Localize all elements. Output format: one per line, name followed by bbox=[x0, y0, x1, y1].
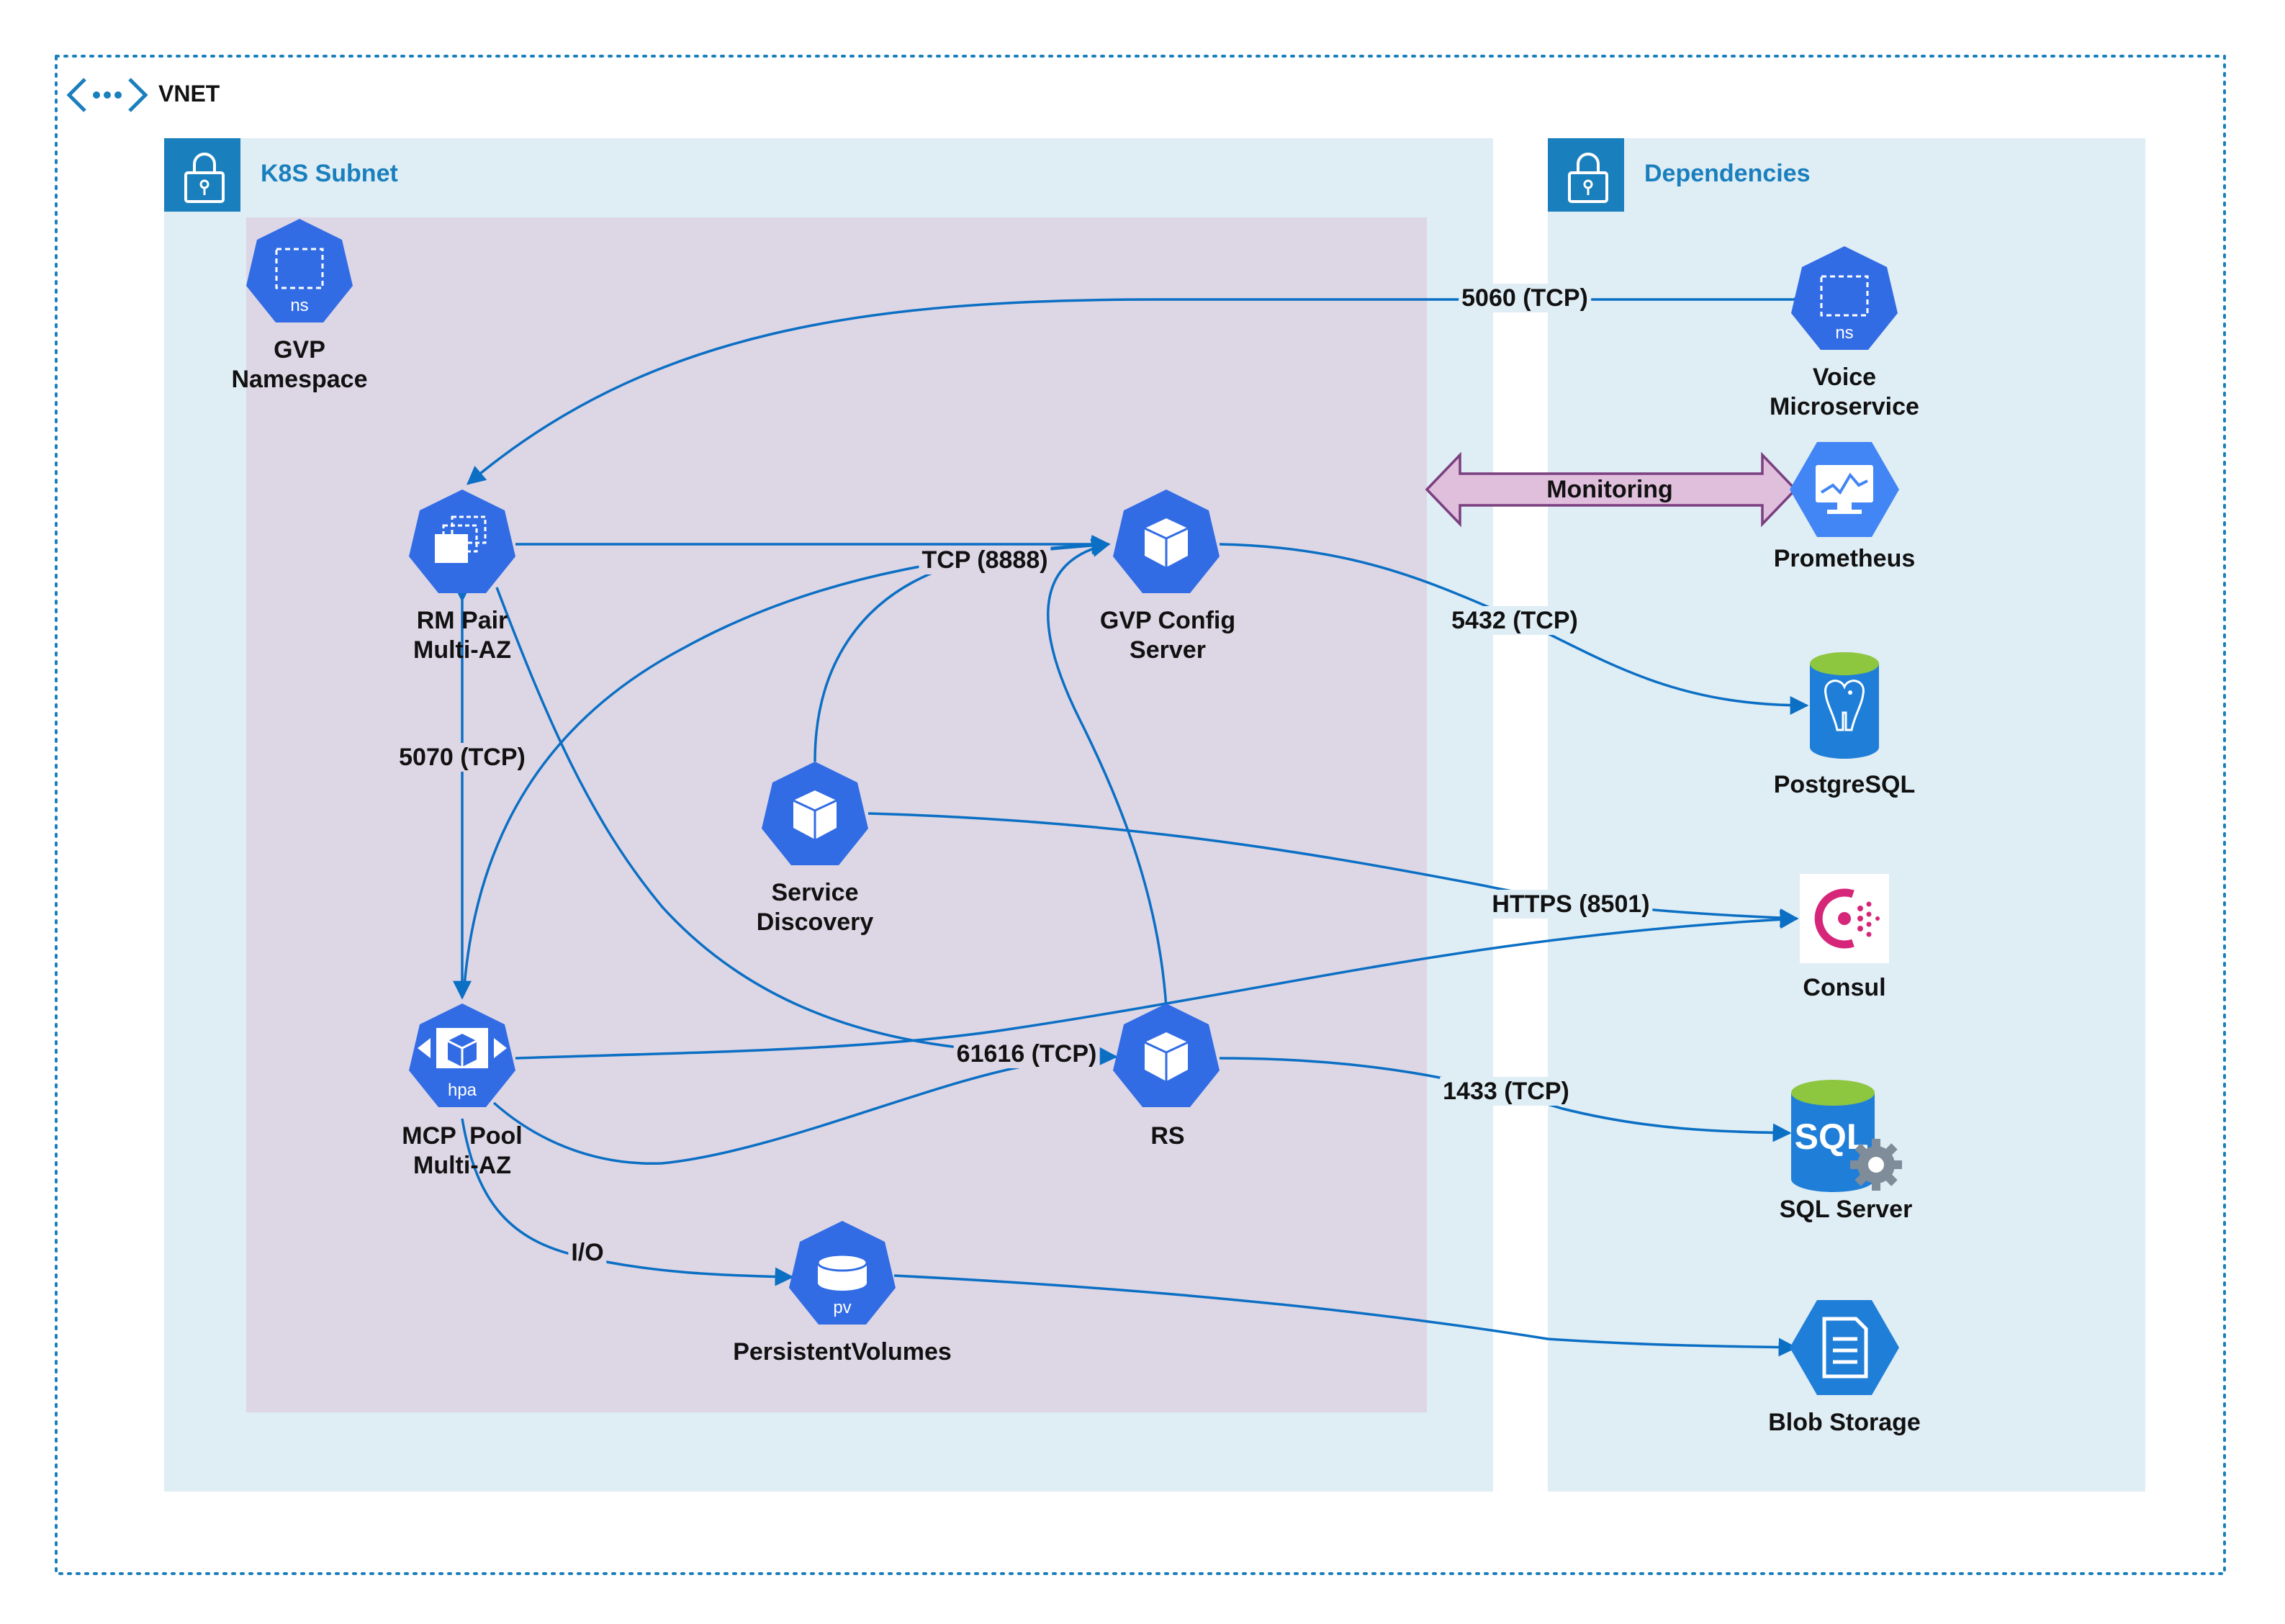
persistent-volumes-node[interactable]: pv bbox=[789, 1221, 896, 1325]
gvp-config-server-node[interactable] bbox=[1113, 490, 1220, 593]
dependencies-title: Dependencies bbox=[1644, 160, 1811, 187]
namespace-icon bbox=[275, 248, 324, 289]
hpa-icon-text: hpa bbox=[448, 1081, 477, 1100]
pod-cube-icon bbox=[1144, 518, 1189, 567]
volume-icon bbox=[816, 1253, 868, 1291]
k8s-subnet-header-icon-bg bbox=[164, 138, 240, 212]
mcp-pool-node[interactable]: hpa bbox=[409, 1003, 515, 1107]
consul-node[interactable] bbox=[1800, 874, 1889, 963]
edge-sd-consul bbox=[867, 812, 1799, 928]
edge-label-61616: 61616 (TCP) bbox=[953, 1039, 1100, 1068]
edge-label-5432: 5432 (TCP) bbox=[1448, 606, 1581, 635]
persistent-volumes-label: PersistentVolumes bbox=[733, 1338, 952, 1366]
lock-icon bbox=[184, 153, 225, 203]
service-discovery-node[interactable] bbox=[762, 762, 868, 865]
rm-pair-node[interactable] bbox=[409, 490, 515, 593]
gvp-namespace-label: GVP Namespace bbox=[231, 336, 368, 393]
namespace-icon bbox=[1820, 275, 1869, 317]
pod-cube-icon bbox=[793, 790, 837, 839]
prometheus-node[interactable] bbox=[1790, 442, 1899, 537]
lock-icon bbox=[1568, 153, 1608, 203]
document-icon bbox=[1822, 1317, 1868, 1379]
hpa-icon bbox=[418, 1028, 507, 1068]
elephant-icon bbox=[1824, 680, 1865, 731]
k8s-subnet-title: K8S Subnet bbox=[261, 160, 398, 187]
edge-pv-blob bbox=[893, 1274, 1798, 1357]
replica-set-icon bbox=[435, 515, 487, 563]
blob-storage-node[interactable] bbox=[1790, 1300, 1899, 1395]
pv-icon-text: pv bbox=[833, 1298, 851, 1317]
gvp-namespace-node[interactable]: ns bbox=[246, 219, 353, 322]
gvp-config-server-label: GVP Config Server bbox=[1099, 607, 1236, 664]
edge-label-tcp-8888: TCP (8888) bbox=[919, 546, 1051, 574]
blob-storage-label: Blob Storage bbox=[1768, 1409, 1921, 1436]
mcp-pool-label: MCP Pool Multi-AZ bbox=[402, 1122, 523, 1179]
sql-server-node[interactable]: SQL bbox=[1791, 1080, 1902, 1192]
edge-label-5060: 5060 (TCP) bbox=[1459, 284, 1591, 312]
monitor-icon bbox=[1816, 465, 1873, 514]
sql-server-label: SQL Server bbox=[1779, 1196, 1913, 1223]
rs-node[interactable] bbox=[1113, 1003, 1220, 1107]
edge-voice-5060 bbox=[467, 290, 1810, 485]
gear-icon bbox=[1850, 1139, 1902, 1191]
edge-mcp-consul-8501 bbox=[515, 910, 1799, 1060]
vnet-title: VNET bbox=[158, 81, 220, 107]
postgresql-node[interactable] bbox=[1810, 652, 1879, 759]
edge-label-5070: 5070 (TCP) bbox=[396, 743, 528, 772]
consul-icon bbox=[1814, 888, 1880, 949]
voice-microservice-label: Voice Microservice bbox=[1770, 364, 1919, 420]
rm-pair-label: RM Pair Multi-AZ bbox=[413, 607, 511, 664]
dependencies-header-icon-bg bbox=[1548, 138, 1624, 212]
voice-microservice-node[interactable]: ns bbox=[1791, 246, 1898, 350]
consul-label: Consul bbox=[1803, 974, 1886, 1001]
ns-icon-text: ns bbox=[1835, 323, 1853, 343]
edge-label-1433: 1433 (TCP) bbox=[1440, 1077, 1572, 1106]
edge-label-8501: HTTPS (8501) bbox=[1489, 890, 1653, 919]
vnet-icon bbox=[66, 78, 148, 112]
edge-rs-config bbox=[1047, 538, 1168, 1009]
rs-label: RS bbox=[1150, 1122, 1185, 1150]
postgresql-label: PostgreSQL bbox=[1773, 771, 1916, 798]
ns-icon-text: ns bbox=[290, 296, 308, 315]
vnet-boundary bbox=[55, 55, 2226, 1575]
prometheus-label: Prometheus bbox=[1773, 545, 1916, 572]
edge-label-monitoring: Monitoring bbox=[1546, 476, 1673, 503]
edge-label-io: I/O bbox=[568, 1238, 607, 1267]
service-discovery-label: Service Discovery bbox=[756, 879, 874, 936]
pod-cube-icon bbox=[1144, 1032, 1189, 1081]
